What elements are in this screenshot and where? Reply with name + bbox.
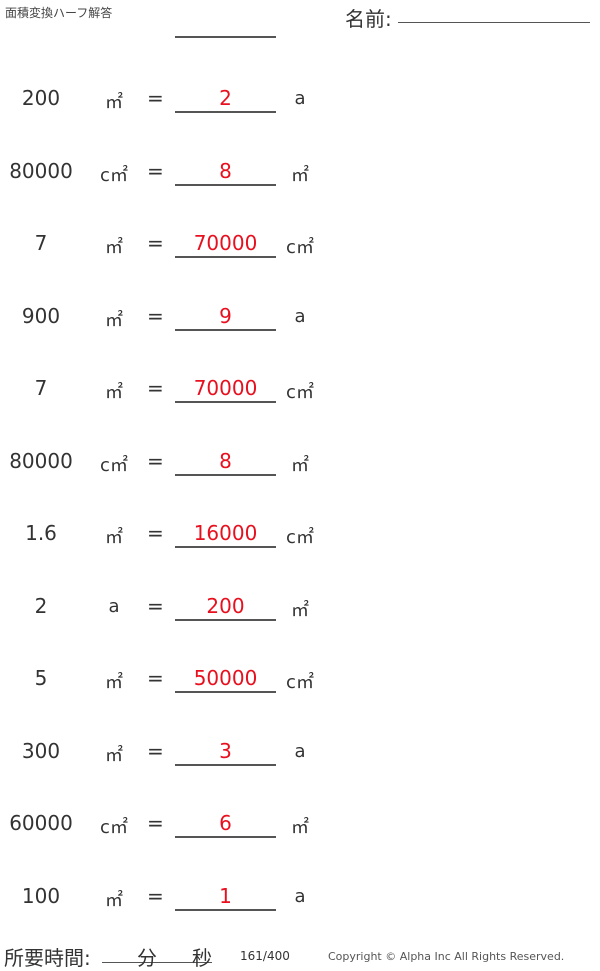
problem-row: 1.6 ㎡ = 16000 c㎡ [0,521,600,551]
problem-value: 80000 [9,158,73,183]
problem-value: 60000 [9,811,73,835]
answer: 9 [175,304,276,331]
from-unit: ㎡ [105,237,123,258]
problem-row: 100 ㎡ = 1 a [0,884,600,914]
to-unit: ㎡ [291,164,309,186]
answer: 8 [175,159,276,186]
name-label: 名前: [345,7,392,31]
answer: 1 [175,884,276,911]
worksheet-title: 面積変換ハーフ解答 [5,6,113,20]
to-unit: a [294,740,306,762]
from-unit: ㎡ [105,744,123,766]
equals-sign: = [147,811,164,835]
equals-sign: = [147,158,164,183]
from-unit: c㎡ [100,454,128,476]
from-unit: ㎡ [105,382,123,403]
equals-sign: = [147,376,164,400]
problem-value: 7 [34,376,48,400]
problem-value: 1.6 [25,521,57,545]
to-unit: c㎡ [286,527,314,548]
equals-sign: = [147,521,164,545]
equals-sign: = [147,303,164,328]
answer: 16000 [175,521,276,548]
from-unit: ㎡ [105,309,123,331]
from-unit: a [108,595,120,617]
name-field-line [398,22,590,23]
to-unit: c㎡ [286,672,314,693]
time-field-line [102,962,212,963]
answer: 200 [175,594,276,621]
problem-row: 80000 c㎡ = 8 ㎡ [0,449,600,479]
answer: 8 [175,449,276,476]
problem-value: 2 [34,593,48,618]
to-unit: c㎡ [286,237,314,258]
to-unit: a [294,885,306,907]
problem-value: 80000 [9,448,73,473]
to-unit: a [294,88,306,109]
problem-value: 100 [21,883,61,908]
from-unit: ㎡ [105,889,123,911]
problem-value: 7 [34,231,48,255]
problem-row: 900 ㎡ = 9 a [0,304,600,334]
to-unit: c㎡ [286,382,314,403]
problem-row: 7 ㎡ = 70000 c㎡ [0,376,600,406]
equals-sign: = [147,86,164,110]
minutes-label: 分 [137,946,157,970]
problem-row: 7 ㎡ = 70000 c㎡ [0,231,600,261]
problem-row: 80000 c㎡ = 8 ㎡ [0,159,600,189]
answer: 70000 [175,231,276,258]
time-label: 所要時間: [4,946,91,970]
problem-row: 300 ㎡ = 3 a [0,739,600,769]
answer: 6 [175,811,276,838]
equals-sign: = [147,231,164,255]
from-unit: c㎡ [100,817,128,838]
header-line [175,36,276,38]
answer: 2 [175,86,276,113]
problem-row: 5 ㎡ = 50000 c㎡ [0,666,600,696]
answer: 70000 [175,376,276,403]
from-unit: ㎡ [105,527,123,548]
from-unit: c㎡ [100,164,128,186]
problem-value: 200 [21,86,61,110]
to-unit: ㎡ [291,817,309,838]
problem-value: 300 [21,738,61,763]
from-unit: ㎡ [105,672,123,693]
equals-sign: = [147,666,164,690]
problem-value: 5 [34,666,48,690]
problem-row: 200 ㎡ = 2 a [0,86,600,116]
equals-sign: = [147,593,164,618]
answer: 3 [175,739,276,766]
equals-sign: = [147,738,164,763]
equals-sign: = [147,883,164,908]
equals-sign: = [147,448,164,473]
answer: 50000 [175,666,276,693]
problem-row: 60000 c㎡ = 6 ㎡ [0,811,600,841]
to-unit: ㎡ [291,454,309,476]
to-unit: ㎡ [291,599,309,621]
copyright: Copyright © Alpha Inc All Rights Reserve… [328,950,565,963]
from-unit: ㎡ [105,92,123,113]
seconds-label: 秒 [192,946,212,970]
page-number: 161/400 [240,949,290,963]
problem-row: 2 a = 200 ㎡ [0,594,600,624]
to-unit: a [294,305,306,327]
problem-value: 900 [21,303,61,328]
